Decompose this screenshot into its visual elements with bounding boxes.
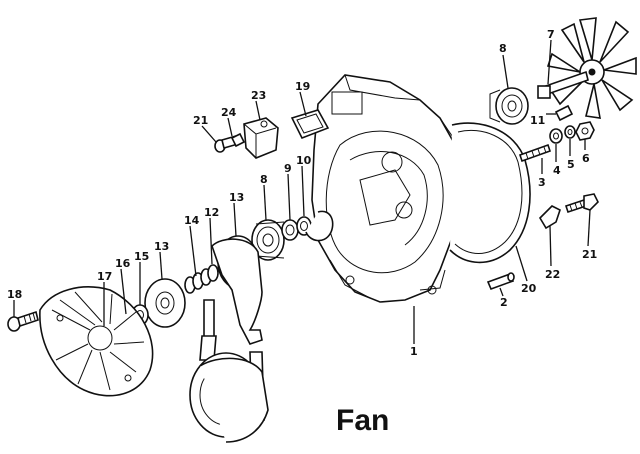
callout-part-24: 24: [221, 106, 237, 119]
bearing-upper: [489, 87, 529, 125]
callout-part-13-upper: 13: [229, 191, 244, 204]
callout-part-1: 1: [410, 345, 418, 358]
fan-cover: [39, 286, 154, 397]
leader-lines: [13, 39, 591, 344]
plate-19: [290, 109, 330, 140]
callout-part-21-lower: 21: [582, 248, 597, 261]
callout-part-3: 3: [538, 176, 546, 189]
spacer-washers: [184, 264, 219, 294]
callout-part-10: 10: [296, 154, 312, 167]
clip-24: [230, 132, 246, 148]
snap-ring: [305, 210, 334, 242]
callout-part-2: 2: [500, 296, 508, 309]
pin: [486, 272, 515, 291]
gasket: [449, 122, 531, 264]
callout-part-8-upper: 8: [499, 42, 507, 55]
fan-housing: [311, 74, 471, 303]
callout-part-22: 22: [545, 268, 560, 281]
shaft-hardware: [549, 121, 595, 144]
callout-part-23: 23: [251, 89, 266, 102]
callout-part-8-lower: 8: [260, 173, 268, 186]
callout-part-7: 7: [547, 28, 555, 41]
bolt-right: [564, 193, 599, 214]
callout-part-13-lower: 13: [154, 240, 169, 253]
mount-block-23: [243, 117, 279, 159]
callouts: 1 2 3 4 5 6 7 8 8 9 10 11 12 13 13 14 15…: [7, 28, 597, 358]
callout-part-6: 6: [582, 152, 590, 165]
callout-part-11: 11: [530, 114, 545, 127]
callout-part-14: 14: [184, 214, 200, 227]
callout-part-12: 12: [204, 206, 219, 219]
callout-part-21-upper: 21: [193, 114, 208, 127]
callout-part-17: 17: [97, 270, 112, 283]
callout-part-4: 4: [553, 164, 561, 177]
bracket: [538, 205, 561, 230]
bearing-lower: [251, 216, 312, 261]
callout-part-18: 18: [7, 288, 22, 301]
callout-part-19: 19: [295, 80, 310, 93]
callout-part-5: 5: [567, 158, 575, 171]
callout-part-15: 15: [134, 250, 149, 263]
callout-part-9: 9: [284, 162, 292, 175]
pulley-half-left: [144, 278, 186, 328]
drive-pulley: [189, 352, 269, 443]
callout-part-16: 16: [115, 257, 131, 270]
bolt-18: [7, 310, 39, 332]
fan-wheel: [537, 17, 637, 119]
stud: [518, 143, 552, 163]
key: [554, 104, 574, 122]
diagram-title: Fan: [336, 404, 389, 437]
callout-part-20: 20: [521, 282, 537, 295]
